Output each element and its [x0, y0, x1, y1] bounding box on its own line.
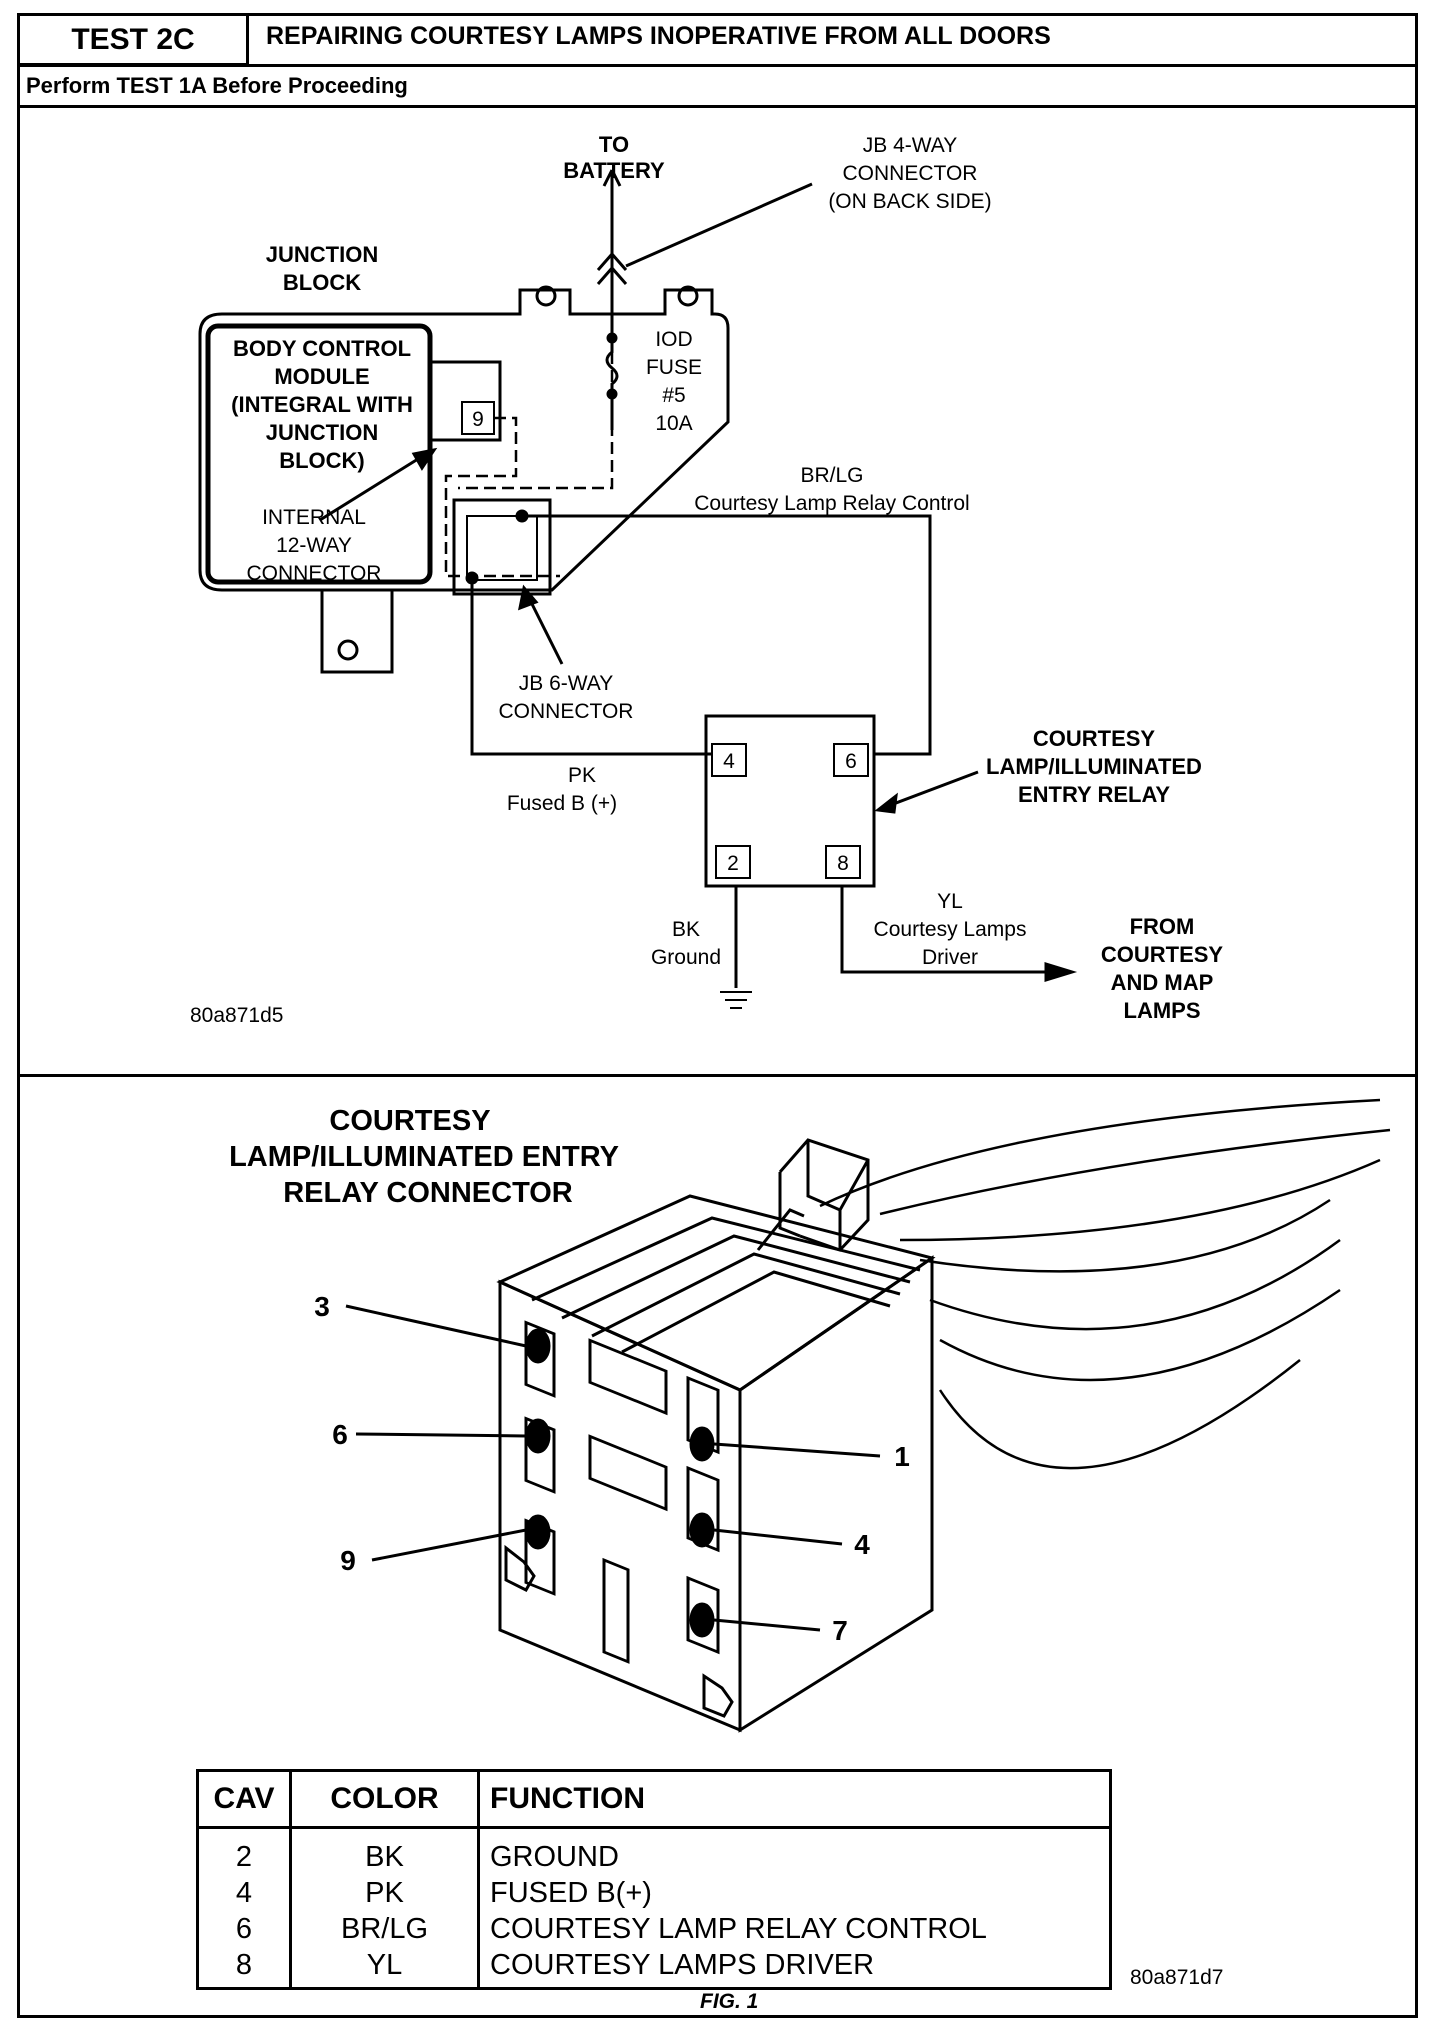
cav-cell: 8 [197, 1947, 292, 1989]
bcm-pin-label: 9 [472, 408, 484, 431]
function-cell: GROUND [490, 1841, 619, 1873]
color-cell: PK [290, 1875, 480, 1911]
internal-connector-label-2: 12-WAY [276, 534, 352, 557]
table-row: 8 YL COURTESY LAMPS DRIVER [197, 1947, 1111, 1989]
jb4-label-1: JB 4-WAY [863, 134, 958, 157]
cav-cell: 2 [197, 1827, 292, 1875]
figure-code-2: 80a871d7 [1130, 1966, 1224, 1989]
cavity-callout-3: 3 [314, 1291, 330, 1322]
brlg-wire-label-1: BR/LG [800, 464, 863, 487]
jb6-label-2: CONNECTOR [499, 700, 634, 723]
relay-box [704, 714, 876, 888]
bcm-label-4: JUNCTION [266, 420, 378, 445]
function-cell: COURTESY LAMP RELAY CONTROL [490, 1913, 987, 1945]
bcm-label-1: BODY CONTROL [233, 336, 411, 361]
from-lamps-label-3: AND MAP [1111, 970, 1214, 995]
bcm-label-5: BLOCK) [279, 448, 365, 473]
color-cell: BR/LG [290, 1911, 480, 1947]
column-header-cav: CAV [197, 1770, 292, 1829]
mounting-tab [320, 590, 394, 674]
table-row: 4 PK FUSED B(+) [197, 1875, 1111, 1911]
yl-wire-label-2: Courtesy Lamps [874, 918, 1027, 941]
connector-title-3: RELAY CONNECTOR [283, 1177, 573, 1209]
cavity-callout-7: 7 [832, 1615, 848, 1646]
page-frame [17, 13, 1418, 2018]
relay-label-2: LAMP/ILLUMINATED [986, 754, 1202, 779]
section-divider-middle [17, 1074, 1418, 1077]
brlg-wire-label-2: Courtesy Lamp Relay Control [694, 492, 969, 515]
cav-cell: 4 [197, 1875, 292, 1911]
jb6-connector-box [452, 498, 552, 596]
connector-drawing [345, 1098, 1391, 1733]
header-divider [17, 64, 1418, 67]
function-cell: COURTESY LAMPS DRIVER [490, 1949, 875, 1981]
from-lamps-label-1: FROM [1130, 914, 1195, 939]
junction-block-outline [198, 288, 730, 592]
relay-pin-4: 4 [723, 750, 735, 773]
cavity-callout-1: 1 [894, 1441, 910, 1472]
figure-caption: FIG. 1 [700, 1990, 759, 2013]
relay-label-1: COURTESY [1033, 726, 1156, 751]
relay-pin-6: 6 [845, 750, 857, 773]
connector-title-2: LAMP/ILLUMINATED ENTRY [229, 1141, 619, 1173]
relay-pin-2: 2 [727, 852, 739, 875]
to-battery-label-1: TO [599, 132, 629, 157]
junction-block-label-1: JUNCTION [266, 242, 378, 267]
junction-block-label-2: BLOCK [283, 270, 361, 295]
color-cell: YL [290, 1947, 480, 1989]
pk-wire-label-1: PK [568, 764, 596, 787]
function-cell: FUSED B(+) [490, 1877, 652, 1909]
to-battery-label-2: BATTERY [563, 158, 665, 183]
pk-wire-label-2: Fused B (+) [507, 792, 617, 815]
from-lamps-label-2: COURTESY [1101, 942, 1224, 967]
internal-connector-box [428, 360, 502, 442]
table-row: 6 BR/LG COURTESY LAMP RELAY CONTROL [197, 1911, 1111, 1947]
color-cell: BK [290, 1827, 480, 1875]
column-header-function: FUNCTION [478, 1770, 1111, 1829]
bk-wire-label-1: BK [672, 918, 700, 941]
cavity-callout-6: 6 [332, 1419, 348, 1450]
table-row: 2 BK GROUND [197, 1827, 1111, 1875]
bcm-label-3: (INTEGRAL WITH [231, 392, 413, 417]
cavity-table: CAV COLOR FUNCTION 2 BK GROUND 4 PK FUSE… [196, 1769, 1112, 1990]
perform-note: Perform TEST 1A Before Proceeding [26, 73, 408, 98]
page-title: REPAIRING COURTESY LAMPS INOPERATIVE FRO… [266, 22, 1051, 50]
relay-label-3: ENTRY RELAY [1018, 782, 1170, 807]
cavity-callout-9: 9 [340, 1545, 356, 1576]
cav-cell: 6 [197, 1911, 292, 1947]
fuse-label-3: #5 [662, 384, 685, 407]
connector-title-1: COURTESY [329, 1105, 490, 1137]
fuse-label-2: FUSE [646, 356, 702, 379]
cavity-callout-4: 4 [854, 1529, 870, 1560]
bk-wire-label-2: Ground [651, 946, 721, 969]
bcm-label-2: MODULE [274, 364, 369, 389]
fuse-label-4: 10A [655, 412, 692, 435]
jb4-label-2: CONNECTOR [843, 162, 978, 185]
fuse-label-1: IOD [655, 328, 692, 351]
internal-connector-label-3: CONNECTOR [247, 562, 382, 585]
from-lamps-label-4: LAMPS [1124, 998, 1201, 1023]
yl-wire-label-1: YL [937, 890, 963, 913]
jb6-label-1: JB 6-WAY [519, 672, 614, 695]
relay-pin-8: 8 [837, 852, 849, 875]
figure-code-1: 80a871d5 [190, 1004, 283, 1027]
jb4-label-3: (ON BACK SIDE) [828, 190, 991, 213]
internal-connector-label-1: INTERNAL [262, 506, 366, 529]
column-header-color: COLOR [290, 1770, 480, 1829]
section-divider-top [17, 105, 1418, 108]
yl-wire-label-3: Driver [922, 946, 978, 969]
